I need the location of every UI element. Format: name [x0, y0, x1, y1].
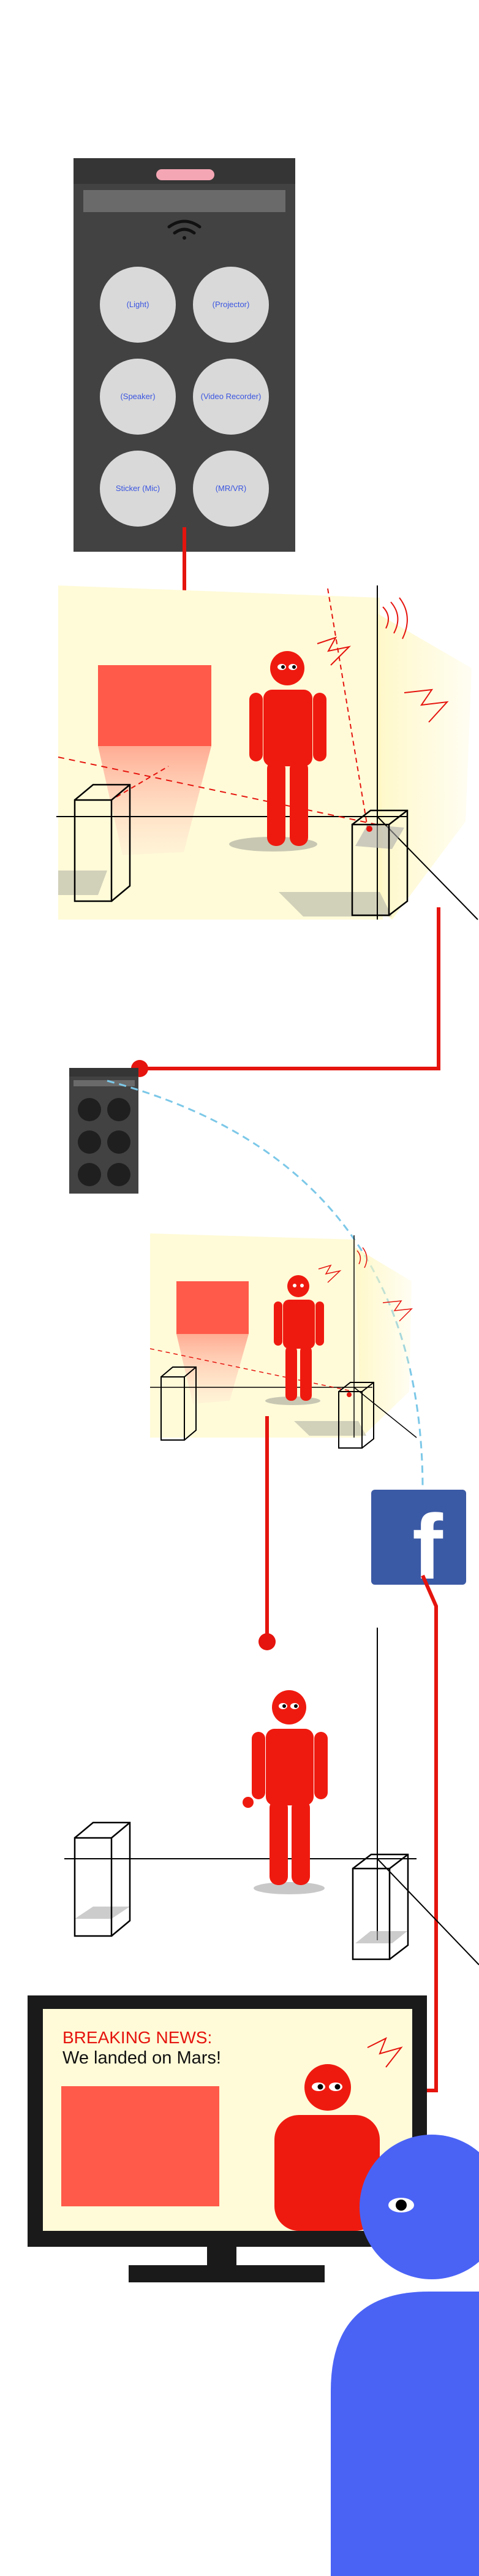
light-beam — [377, 613, 472, 920]
person-figure — [249, 651, 326, 846]
device-button-label: Sticker (Mic) — [116, 484, 160, 493]
projection-cone — [98, 746, 211, 855]
device-button-label: (Projector) — [213, 300, 250, 309]
device-display-strip — [83, 190, 285, 212]
device-button-small[interactable] — [78, 1098, 101, 1121]
connector-room-to-device-small — [131, 907, 440, 1077]
box-shadow — [279, 892, 392, 916]
viewer-figure — [331, 2135, 479, 2576]
wireframe-box-left — [74, 1821, 131, 1937]
tv-set: BREAKING NEWS: We landed on Mars! — [28, 1995, 427, 2282]
device-button-speaker[interactable]: (Speaker) — [100, 359, 176, 435]
device-button-sticker-mic[interactable]: Sticker (Mic) — [100, 451, 176, 527]
figure-shadow — [254, 1882, 325, 1894]
device-panel-small — [69, 1068, 138, 1194]
device-button-mr-vr[interactable]: (MR/VR) — [193, 451, 269, 527]
wireframe-box-left — [74, 783, 131, 902]
device-button-small[interactable] — [107, 1130, 130, 1154]
device-button-video-recorder[interactable]: (Video Recorder) — [193, 359, 269, 435]
device-button-small[interactable] — [78, 1163, 101, 1186]
room-scene-large — [56, 585, 478, 920]
wireframe-box-right — [351, 809, 409, 916]
facebook-logo-icon[interactable]: f — [371, 1490, 466, 1598]
person-figure-bare — [243, 1690, 328, 1885]
device-button-label: (Light) — [127, 300, 149, 309]
tv-neck — [207, 2247, 236, 2265]
tv-subline: We landed on Mars! — [62, 2048, 221, 2068]
network-arc — [107, 1080, 424, 1490]
room-scene-small — [149, 1233, 417, 1449]
tv-stand — [129, 2265, 325, 2282]
facebook-logo-letter: f — [412, 1495, 443, 1598]
device-panel-large: (Light) (Projector) (Speaker) (Video Rec… — [74, 158, 295, 552]
device-button-small[interactable] — [78, 1130, 101, 1154]
device-button-label: (MR/VR) — [216, 484, 247, 493]
tv-person-figure — [274, 2064, 380, 2231]
wireframe-box-right — [352, 1853, 409, 1961]
device-button-label: (Video Recorder) — [201, 392, 262, 401]
connector-room-to-scene — [258, 1416, 276, 1650]
sensing-line — [116, 766, 169, 798]
device-button-light[interactable]: (Light) — [100, 267, 176, 343]
tv-headline: BREAKING NEWS: — [62, 2028, 212, 2047]
tv-projected-screen — [61, 2086, 219, 2206]
device-button-label: (Speaker) — [120, 392, 155, 401]
speaker-waves-icon — [382, 597, 408, 639]
box-shadow — [58, 871, 107, 895]
spark-icon — [367, 2037, 403, 2068]
spark-icon — [317, 636, 449, 723]
room-scene-bare — [64, 1628, 479, 1965]
projected-screen — [98, 665, 211, 746]
device-hanger-slot — [156, 169, 214, 180]
projected-screen-small — [176, 1281, 249, 1334]
wifi-icon — [167, 219, 202, 240]
device-button-small[interactable] — [107, 1098, 130, 1121]
person-figure-small — [274, 1275, 324, 1401]
device-button-small[interactable] — [107, 1163, 130, 1186]
device-button-projector[interactable]: (Projector) — [193, 267, 269, 343]
sensing-line — [327, 588, 368, 828]
